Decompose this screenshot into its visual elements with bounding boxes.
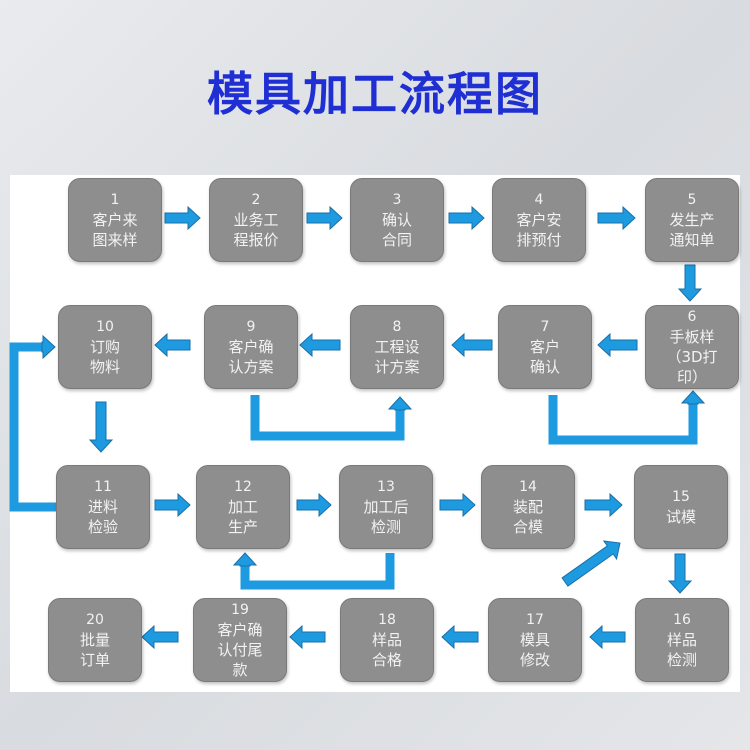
step-label: 加工后 检测 (363, 498, 409, 536)
step-label: 样品 检测 (666, 631, 697, 669)
step-box-18: 18 样品 合格 (340, 598, 434, 682)
step-label: 装配 合模 (512, 498, 543, 536)
step-box-1: 1 客户来 图来样 (68, 178, 162, 262)
step-box-6: 6 手板样 （3D打 印） (645, 305, 739, 389)
page-title: 模具加工流程图 (207, 67, 543, 121)
arrow-11-to-10-loop-head (41, 334, 56, 360)
step-number: 9 (246, 319, 256, 335)
arrow-15-to-16 (667, 553, 693, 594)
step-number: 8 (392, 319, 402, 335)
step-box-11: 11 进料 检验 (56, 465, 150, 549)
step-label: 客户确 认付尾 款 (217, 621, 263, 679)
arrow-11-to-12 (154, 492, 191, 518)
arrow-17-to-15 (561, 540, 621, 587)
step-number: 14 (519, 479, 537, 495)
arrow-13-to-14 (439, 492, 476, 518)
step-number: 4 (534, 192, 544, 208)
step-number: 6 (687, 309, 697, 325)
arrow-10-to-11 (88, 401, 114, 453)
step-number: 19 (231, 602, 249, 618)
step-number: 10 (96, 319, 114, 335)
step-box-17: 17 模具 修改 (488, 598, 582, 682)
step-box-8: 8 工程设 计方案 (350, 305, 444, 389)
arrow-12-to-13 (296, 492, 332, 518)
step-label: 模具 修改 (519, 631, 550, 669)
step-number: 11 (94, 479, 112, 495)
step-label: 客户确 认方案 (228, 338, 274, 376)
step-box-14: 14 装配 合模 (481, 465, 575, 549)
arrow-8-to-9 (299, 332, 341, 358)
arrow-13-to-12-loop-head (232, 552, 258, 567)
step-label: 订购 物料 (89, 338, 120, 376)
step-label: 业务工 程报价 (233, 211, 279, 249)
step-box-12: 12 加工 生产 (196, 465, 290, 549)
step-label: 进料 检验 (87, 498, 118, 536)
step-number: 1 (110, 192, 120, 208)
step-number: 18 (378, 612, 396, 628)
arrow-4-to-5 (597, 205, 636, 231)
step-label: 加工 生产 (227, 498, 258, 536)
arrow-3-to-4 (448, 205, 485, 231)
step-label: 客户来 图来样 (92, 211, 138, 249)
step-label: 手板样 （3D打 印） (666, 328, 718, 386)
arrow-6-to-7 (597, 332, 638, 358)
step-number: 13 (377, 479, 395, 495)
step-box-19: 19 客户确 认付尾 款 (193, 598, 287, 682)
arrow-11-to-10-loop (9, 342, 56, 512)
arrow-5-to-6 (677, 264, 703, 302)
arrow-7-to-6-loop-head (680, 390, 706, 405)
step-label: 工程设 计方案 (374, 338, 420, 376)
arrow-18-to-19 (289, 624, 326, 650)
step-label: 客户 确认 (529, 338, 560, 376)
step-box-16: 16 样品 检测 (635, 598, 729, 682)
step-box-9: 9 客户确 认方案 (204, 305, 298, 389)
step-label: 客户安 排预付 (516, 211, 562, 249)
step-number: 7 (540, 319, 550, 335)
step-label: 试模 (665, 508, 696, 526)
step-number: 2 (251, 192, 261, 208)
arrow-19-to-20 (141, 624, 179, 650)
step-box-4: 4 客户安 排预付 (492, 178, 586, 262)
step-box-10: 10 订购 物料 (58, 305, 152, 389)
step-label: 确认 合同 (381, 211, 412, 249)
arrow-2-to-3 (306, 205, 343, 231)
step-number: 20 (86, 612, 104, 628)
step-box-3: 3 确认 合同 (350, 178, 444, 262)
step-number: 16 (673, 612, 691, 628)
arrow-16-to-17 (589, 624, 626, 650)
step-box-20: 20 批量 订单 (48, 598, 142, 682)
arrow-14-to-15 (584, 492, 623, 518)
step-box-2: 2 业务工 程报价 (209, 178, 303, 262)
step-box-13: 13 加工后 检测 (339, 465, 433, 549)
step-label: 发生产 通知单 (669, 211, 715, 249)
arrow-9-to-10 (154, 332, 191, 358)
arrow-7-to-6-loop (548, 395, 698, 445)
step-number: 5 (687, 192, 697, 208)
step-box-7: 7 客户 确认 (498, 305, 592, 389)
arrow-13-to-12-loop (240, 553, 395, 590)
step-number: 15 (672, 489, 690, 505)
arrow-9-to-8-loop (250, 395, 405, 441)
step-number: 17 (526, 612, 544, 628)
step-number: 3 (392, 192, 402, 208)
arrow-7-to-8 (451, 332, 493, 358)
step-label: 样品 合格 (371, 631, 402, 669)
arrow-9-to-8-loop-head (387, 396, 413, 411)
step-box-15: 15 试模 (634, 465, 728, 549)
step-number: 12 (234, 479, 252, 495)
arrow-1-to-2 (164, 205, 201, 231)
step-box-5: 5 发生产 通知单 (645, 178, 739, 262)
arrow-17-to-18 (441, 624, 479, 650)
step-label: 批量 订单 (79, 631, 110, 669)
